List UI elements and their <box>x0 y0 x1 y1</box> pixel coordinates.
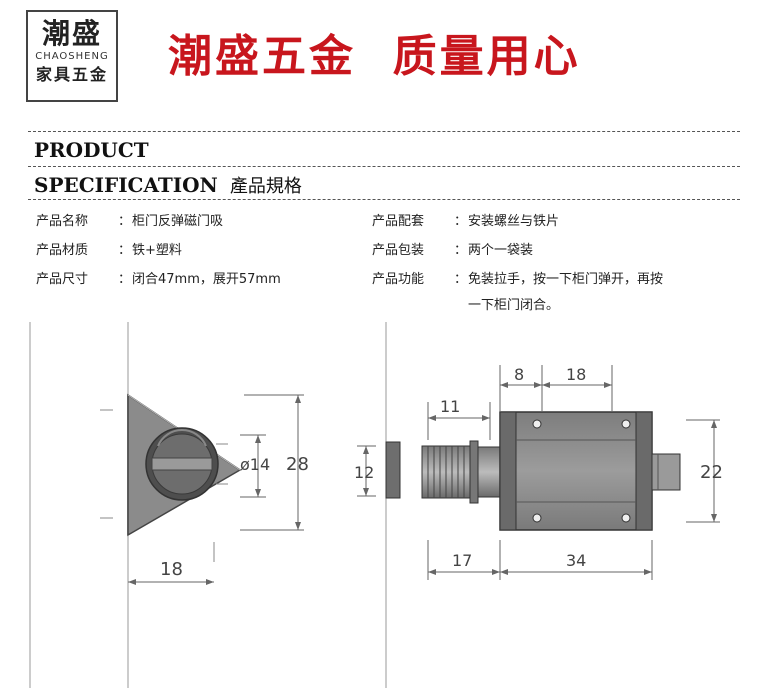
spec-value: 闭合47mm，展开57mm <box>132 272 281 287</box>
right-view <box>357 322 720 688</box>
spec-colon: ： <box>118 214 132 229</box>
dim-diameter-label: ø14 <box>240 455 270 474</box>
spec-value: 两个一袋装 <box>468 243 534 258</box>
spec-function: 产品功能 ：免装拉手，按一下柜门弹开，再按 <box>372 270 663 290</box>
brand-logo: 潮盛 CHAOSHENG 家具五金 <box>26 10 118 102</box>
section-title-specification: SPECIFICATION 產品規格 <box>34 172 302 198</box>
dim-11-label: 11 <box>440 397 460 416</box>
spec-colon: ： <box>118 272 132 287</box>
divider-top <box>28 131 740 132</box>
logo-sub-text: 家具五金 <box>35 65 108 84</box>
spec-colon: ： <box>454 243 468 258</box>
spec-value: 免装拉手，按一下柜门弹开，再按 <box>468 272 664 287</box>
dim-18-label: 18 <box>566 365 586 384</box>
dim-22-label: 22 <box>700 462 723 483</box>
spec-colon: ： <box>118 243 132 258</box>
spec-label: 产品材质 <box>36 243 89 258</box>
rear-cap <box>651 453 681 491</box>
divider-middle <box>28 166 740 167</box>
spec-label: 产品配套 <box>372 214 425 229</box>
spec-function-continued: 一下柜门闭合。 <box>468 298 560 313</box>
strike-plate <box>385 441 401 499</box>
spec-name: 产品名称 ：柜门反弹磁门吸 <box>36 212 223 232</box>
dim-34-label: 34 <box>566 551 586 570</box>
spec-label: 产品功能 <box>372 272 425 287</box>
divider-bottom <box>28 199 740 200</box>
spec-label: 产品包装 <box>372 243 425 258</box>
dim-8-label: 8 <box>514 365 524 384</box>
logo-cn-text: 潮盛 <box>41 17 102 50</box>
slogan: 潮盛五金 质量用心 <box>168 31 581 82</box>
section-title-en: SPECIFICATION <box>34 173 218 197</box>
spec-packaging: 产品包装 ：两个一袋装 <box>372 241 533 261</box>
spec-colon: ： <box>454 272 468 287</box>
main-body <box>499 411 653 531</box>
spec-value: 铁+塑料 <box>132 243 182 258</box>
spec-label: 产品名称 <box>36 214 89 229</box>
spec-size: 产品尺寸 ：闭合47mm，展开57mm <box>36 270 281 290</box>
spec-colon: ： <box>454 214 468 229</box>
section-title-cn: 產品規格 <box>229 176 302 197</box>
spec-value: 柜门反弹磁门吸 <box>132 214 224 229</box>
dim-12-label: 12 <box>354 463 374 482</box>
dim-17-label: 17 <box>452 551 472 570</box>
left-view <box>29 322 304 688</box>
spec-label: 产品尺寸 <box>36 272 89 287</box>
section-title-product: PRODUCT <box>34 138 149 162</box>
spec-value: 安装螺丝与铁片 <box>468 214 560 229</box>
spec-material: 产品材质 ：铁+塑料 <box>36 241 182 261</box>
dim-height-label: 28 <box>286 454 309 475</box>
spec-accessories: 产品配套 ：安装螺丝与铁片 <box>372 212 559 232</box>
dim-width-label: 18 <box>160 559 183 580</box>
logo-en-text: CHAOSHENG <box>35 51 109 62</box>
